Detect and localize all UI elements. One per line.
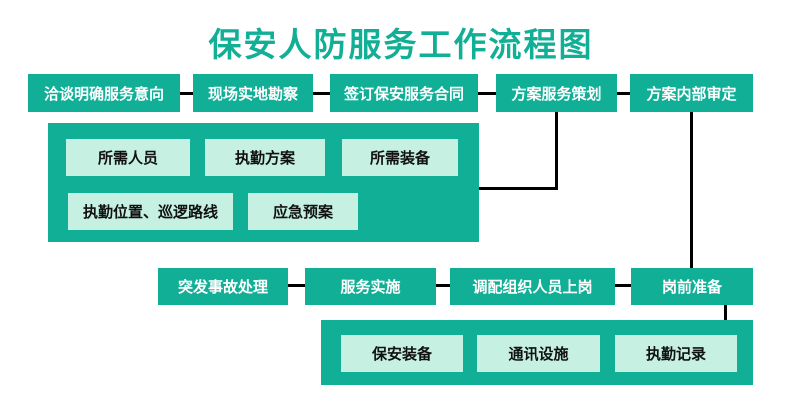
- planning-details-group: 所需人员 执勤方案 所需装备 执勤位置、巡逻路线 应急预案: [48, 123, 479, 242]
- preparation-item-duty-records: 执勤记录: [615, 335, 737, 372]
- page-title: 保安人防服务工作流程图: [208, 26, 594, 63]
- planning-item-duty-positions-patrol-routes: 执勤位置、巡逻路线: [68, 193, 233, 230]
- flow-step-on-site-survey: 现场实地勘察: [193, 74, 313, 112]
- connector-review-to-preparation: [690, 112, 693, 268]
- planning-item-duty-plan: 执勤方案: [205, 139, 325, 176]
- preparation-item-communication-facilities: 通讯设施: [477, 335, 600, 372]
- connector-assign-preparation: [615, 284, 631, 287]
- connector-step1-step2: [180, 92, 193, 95]
- flow-step-service-implementation: 服务实施: [305, 268, 436, 305]
- flow-step-pre-post-preparation: 岗前准备: [631, 268, 753, 305]
- preparation-details-group: 保安装备 通讯设施 执勤记录: [321, 320, 753, 385]
- flow-step-plan-service-scheme: 方案服务策划: [496, 74, 617, 112]
- connector-implementation-assign: [436, 284, 450, 287]
- flow-step-internal-plan-review: 方案内部审定: [630, 74, 753, 112]
- flow-step-negotiate-service-intent: 洽谈明确服务意向: [28, 74, 180, 112]
- preparation-item-security-equipment: 保安装备: [341, 335, 463, 372]
- connector-scheme-to-planning-group: [479, 187, 558, 190]
- connector-step2-step3: [313, 92, 330, 95]
- connector-step3-step4: [478, 92, 496, 95]
- flow-step-assign-personnel-to-posts: 调配组织人员上岗: [450, 268, 615, 305]
- flow-step-accident-handling: 突发事故处理: [158, 268, 288, 305]
- planning-item-required-equipment: 所需装备: [342, 139, 458, 176]
- connector-preparation-to-group: [724, 305, 727, 320]
- connector-accident-implementation: [288, 284, 305, 287]
- planning-item-emergency-plan: 应急预案: [248, 193, 358, 230]
- flow-step-sign-security-contract: 签订保安服务合同: [330, 74, 478, 112]
- connector-scheme-down: [555, 112, 558, 190]
- planning-item-required-personnel: 所需人员: [66, 139, 190, 176]
- connector-step4-step5: [617, 92, 630, 95]
